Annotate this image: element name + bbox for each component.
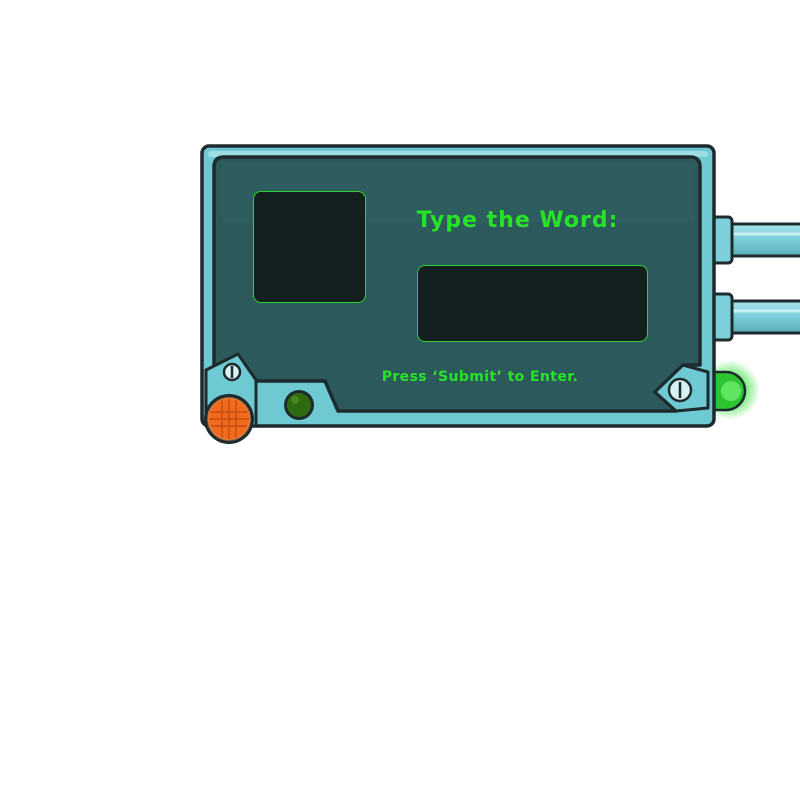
orange-grid-icon — [208, 398, 250, 440]
left-screw-icon — [222, 362, 242, 382]
submit-button[interactable] — [204, 394, 254, 444]
word-input[interactable] — [417, 265, 648, 342]
right-screw-icon — [653, 363, 710, 413]
right-pipes — [710, 215, 800, 342]
power-indicator-light — [284, 390, 314, 420]
